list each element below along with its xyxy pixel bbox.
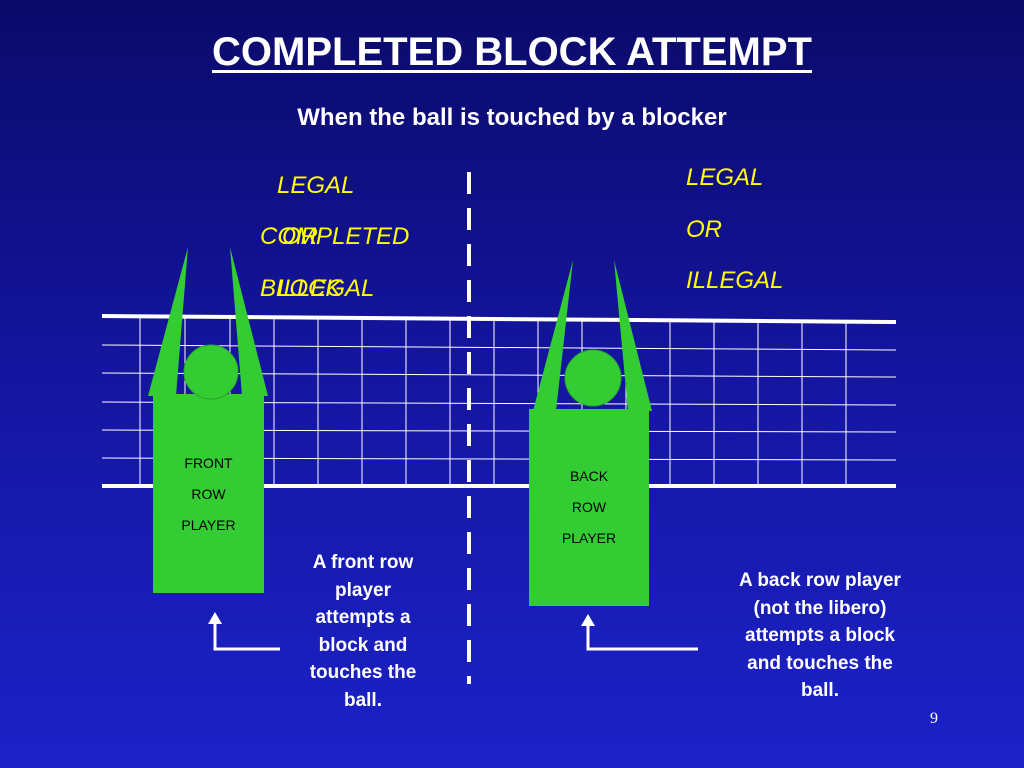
front-player-line3: PLAYER: [181, 517, 236, 533]
page-title: COMPLETED BLOCK ATTEMPT: [212, 30, 812, 74]
front-player-line1: FRONT: [184, 455, 233, 471]
front-caption-line: A front row: [312, 552, 414, 573]
back-caption-line: and touches the: [747, 652, 893, 674]
back-player-line2: ROW: [571, 499, 607, 515]
front-row-caption: A front row player attempts a block and …: [283, 549, 443, 714]
back-row-player-label: BACK ROW PLAYER: [529, 461, 649, 554]
back-arrow-icon: [586, 624, 698, 651]
back-arrow-head-icon: [581, 614, 595, 626]
left-or-label: OR: [282, 223, 318, 250]
left-legal-label: LEGAL: [277, 172, 355, 199]
back-row-caption: A back row player (not the libero) attem…: [710, 567, 930, 705]
front-arrow-head-icon: [208, 612, 222, 624]
front-caption-line: touches the: [309, 662, 417, 683]
left-illegal-label: ILLEGAL: [277, 275, 375, 302]
left-block-label: BLOCK: [260, 275, 342, 302]
back-row-player-figure: [529, 260, 652, 606]
front-row-player-label: FRONT ROW PLAYER: [153, 448, 264, 541]
back-player-line3: PLAYER: [561, 530, 617, 546]
back-player-line1: BACK: [569, 468, 609, 484]
back-caption-line: A back row player: [739, 570, 901, 591]
front-caption-line: player: [335, 579, 391, 601]
front-row-player-figure: [148, 247, 268, 593]
front-caption-line: ball.: [343, 689, 382, 711]
right-illegal-label: ILLEGAL: [686, 267, 784, 294]
front-caption-line: block and: [318, 634, 408, 656]
right-or-label: OR: [686, 216, 722, 243]
back-caption-line: attempts a block: [745, 625, 895, 646]
front-player-line2: ROW: [191, 486, 226, 502]
front-caption-line: attempts a: [315, 607, 411, 628]
page-subtitle: When the ball is touched by a blocker: [297, 104, 727, 131]
back-caption-line: ball.: [800, 680, 839, 701]
slide-number: 9: [930, 710, 938, 727]
right-legal-label: LEGAL: [686, 164, 764, 191]
back-caption-line: (not the libero): [753, 597, 887, 619]
front-arrow-icon: [213, 622, 280, 651]
left-completed-label: COMPLETED: [260, 223, 410, 250]
